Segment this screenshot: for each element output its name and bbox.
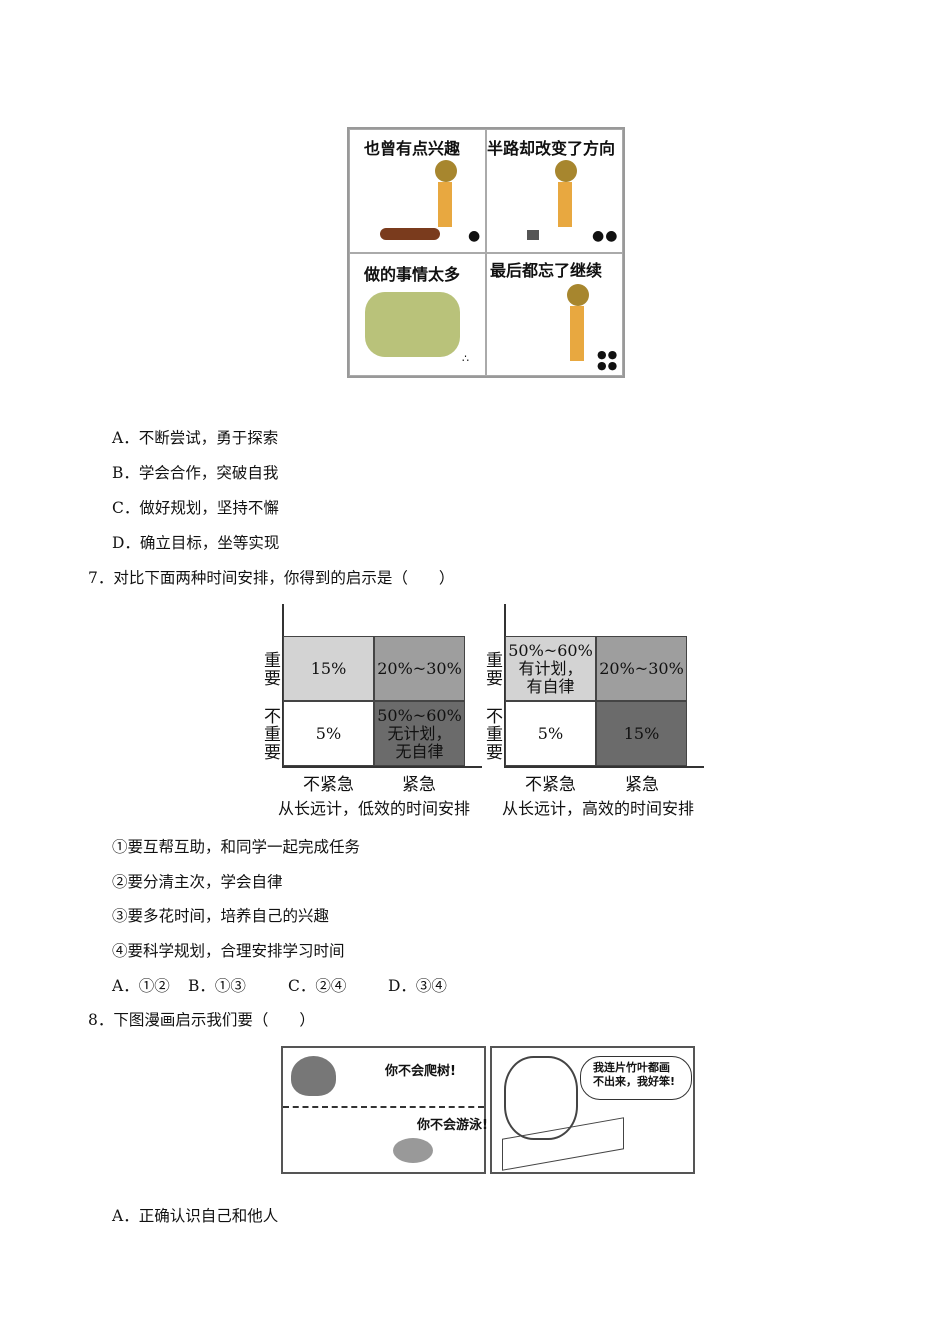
label-important: 重要 xyxy=(486,651,503,689)
time-matrix-low: 15% 20%~30% 5% 50%~60% 无计划， 无自律 xyxy=(283,636,465,766)
person-figure xyxy=(555,160,577,182)
caption: 也曾有点兴趣 xyxy=(364,139,461,158)
x-axis xyxy=(282,766,482,768)
label-not-important: 不重要 xyxy=(264,707,281,763)
label-urgent: 紧急 xyxy=(625,775,659,795)
label-not-important: 不重要 xyxy=(486,707,503,763)
water-line xyxy=(283,1106,484,1108)
q6-option-a: A．不断尝试，勇于探索 xyxy=(112,429,279,447)
comic-panel-1: 也曾有点兴趣 ● xyxy=(349,129,486,253)
dots-icon: ∴ xyxy=(462,351,470,365)
label-important: 重要 xyxy=(264,651,281,689)
q7-answer-a: A．①② xyxy=(112,977,170,995)
cell-unimportant-urgent: 15% xyxy=(596,701,687,766)
fish-icon xyxy=(393,1138,433,1163)
cat-speech: 你不会爬树! xyxy=(385,1064,456,1079)
q7-answer-d: D．③④ xyxy=(388,977,447,995)
caption-high: 从长远计，高效的时间安排 xyxy=(502,799,695,818)
speech-bubble xyxy=(580,1056,692,1100)
cell-unimportant-not-urgent: 5% xyxy=(283,701,374,766)
q8-stem: 8．下图漫画启示我们要（ ） xyxy=(88,1011,315,1029)
cat-icon xyxy=(291,1056,336,1096)
caption: 做的事情太多 xyxy=(364,264,461,284)
caption-low: 从长远计，低效的时间安排 xyxy=(278,799,471,818)
comic-cat-fish: 你不会爬树! 你不会游泳! xyxy=(281,1046,488,1174)
cell-unimportant-urgent: 50%~60% 无计划， 无自律 xyxy=(374,701,465,766)
dots-icon: ●● xyxy=(592,228,619,244)
comic-panel-2: 半路却改变了方向 ●● xyxy=(486,129,623,253)
person-figure xyxy=(435,160,457,182)
person-figure xyxy=(567,283,589,306)
q6-option-c: C．做好规划，坚持不懈 xyxy=(112,499,279,517)
violin-icon xyxy=(380,228,440,240)
comic-interest: 也曾有点兴趣 ● 半路却改变了方向 ●● 做的事情太多 ∴ 最后都忘了继续 ●●… xyxy=(347,127,625,378)
caption: 半路却改变了方向 xyxy=(487,139,616,158)
q8-option-a: A．正确认识自己和他人 xyxy=(112,1207,279,1225)
chick-speech: 我连片竹叶都画 不出来，我好笨! xyxy=(593,1061,676,1088)
label-not-urgent: 不紧急 xyxy=(303,775,354,795)
q7-item-3: ③要多花时间，培养自己的兴趣 xyxy=(112,907,330,925)
rooster-icon xyxy=(504,1056,578,1140)
q7-item-4: ④要科学规划，合理安排学习时间 xyxy=(112,942,345,960)
q7-stem: 7．对比下面两种时间安排，你得到的启示是（ ） xyxy=(88,569,455,587)
cell-unimportant-not-urgent: 5% xyxy=(505,701,596,766)
dots-icon: ● xyxy=(468,228,482,244)
person-body xyxy=(438,182,452,227)
q6-option-d: D．确立目标，坐等实现 xyxy=(112,534,280,552)
cell-important-not-urgent: 15% xyxy=(283,636,374,701)
cell-important-not-urgent: 50%~60% 有计划， 有自律 xyxy=(505,636,596,701)
q6-option-b: B．学会合作，突破自我 xyxy=(112,464,279,482)
fish-speech: 你不会游泳! xyxy=(417,1118,488,1133)
comic-panel-4: 最后都忘了继续 ●●●● xyxy=(486,252,623,376)
caption: 最后都忘了继续 xyxy=(490,260,603,280)
dots-icon: ●●●● xyxy=(597,347,619,372)
grass-patch xyxy=(365,291,460,357)
comic-rooster-chick: 我连片竹叶都画 不出来，我好笨! xyxy=(490,1046,695,1174)
q7-item-1: ①要互帮互助，和同学一起完成任务 xyxy=(112,838,361,856)
cell-important-urgent: 20%~30% xyxy=(596,636,687,701)
q7-item-2: ②要分清主次，学会自律 xyxy=(112,873,283,891)
comic-panel-3: 做的事情太多 ∴ xyxy=(349,252,486,376)
book-icon xyxy=(527,230,539,240)
q7-answer-c: C．②④ xyxy=(288,977,347,995)
person-body xyxy=(570,305,584,361)
q7-answer-b: B．①③ xyxy=(188,977,246,995)
time-matrix-high: 50%~60% 有计划， 有自律 20%~30% 5% 15% xyxy=(505,636,687,766)
person-body xyxy=(558,182,572,227)
label-not-urgent: 不紧急 xyxy=(525,775,576,795)
label-urgent: 紧急 xyxy=(402,775,436,795)
x-axis xyxy=(504,766,704,768)
cell-important-urgent: 20%~30% xyxy=(374,636,465,701)
